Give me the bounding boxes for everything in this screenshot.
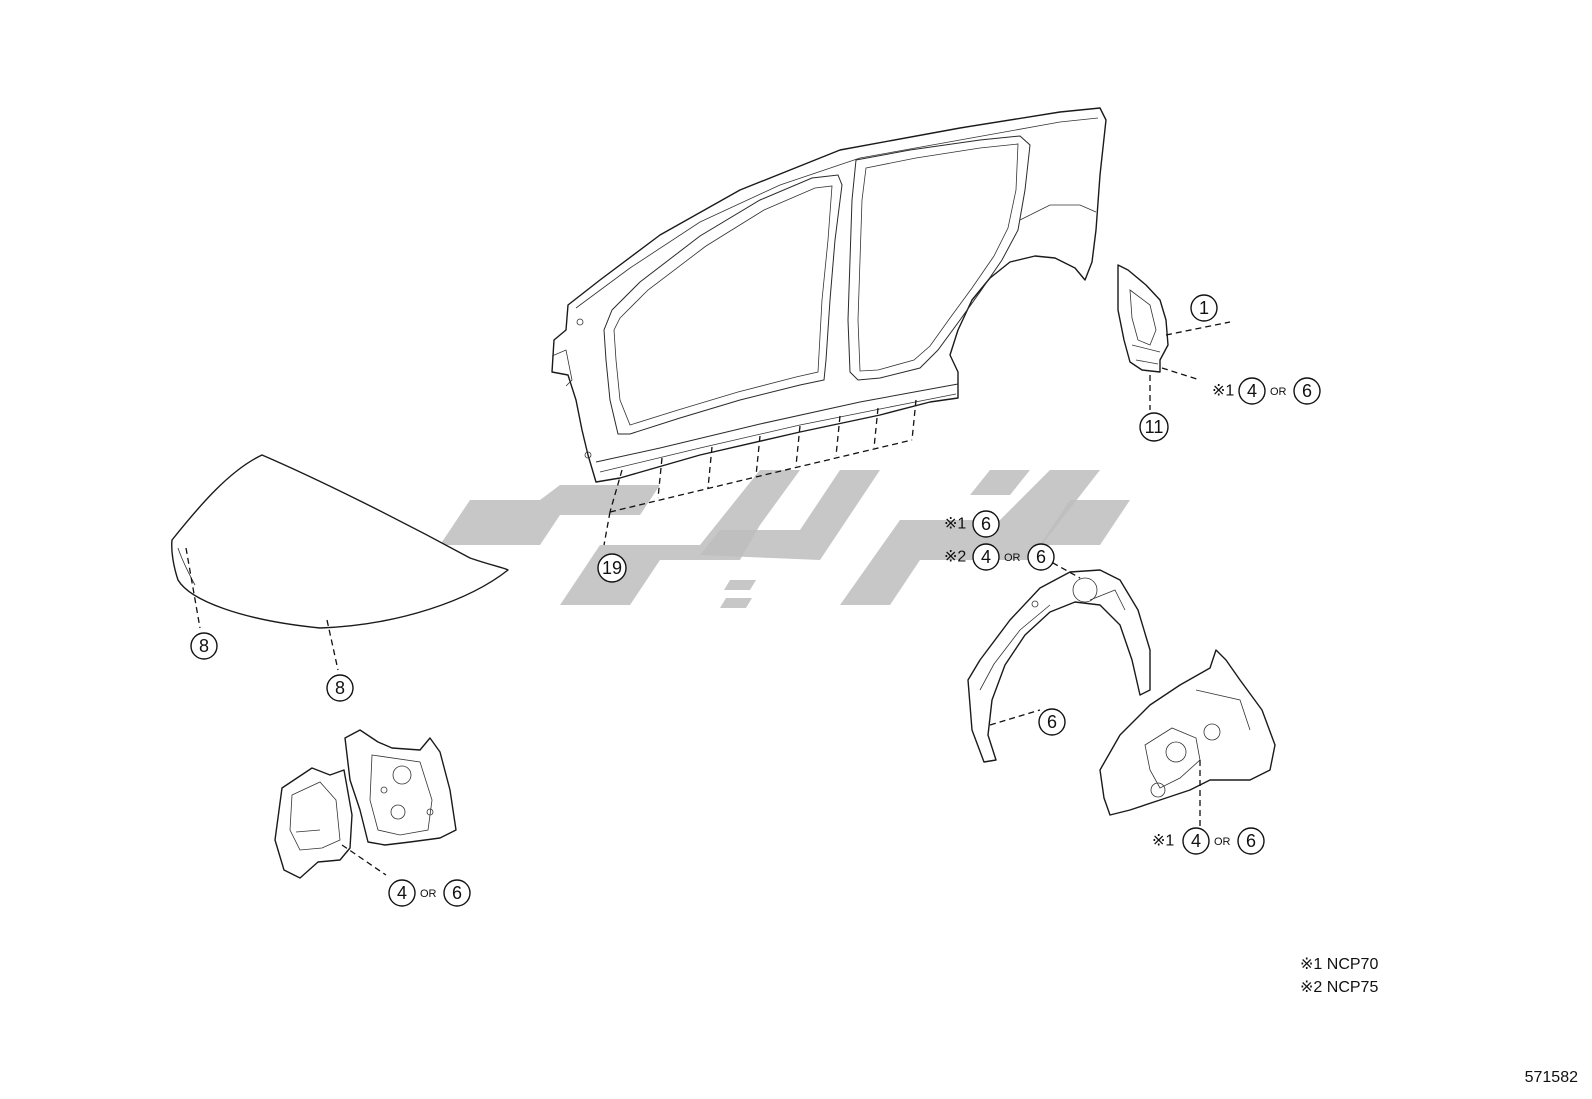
callout-6-top[interactable]: 6 bbox=[1302, 381, 1312, 401]
callout-6-circle bbox=[1293, 377, 1321, 405]
leader-8-left bbox=[185, 547, 201, 629]
body-side-outer-panel bbox=[551, 107, 1107, 483]
hood-panel bbox=[171, 454, 509, 629]
rear-wheelhouse-inner bbox=[1099, 649, 1276, 816]
front-apron-parts bbox=[274, 729, 457, 879]
callout-6-bottom-left[interactable]: 6 bbox=[452, 883, 462, 903]
callout-6-ncp70[interactable]: 6 bbox=[981, 514, 991, 534]
svg-text:11: 11 bbox=[1145, 417, 1164, 437]
leader-8-right bbox=[326, 619, 339, 671]
marker-ncp75: ※2 bbox=[944, 549, 966, 566]
or-connector-ncp75: OR bbox=[1004, 552, 1021, 564]
marker-ncp70-bottom: ※1 bbox=[1152, 833, 1174, 850]
callout-1[interactable]: 1 bbox=[1190, 294, 1218, 322]
footnote-ncp70: ※1 NCP70 bbox=[1300, 954, 1378, 974]
svg-text:6: 6 bbox=[1047, 712, 1057, 732]
marker-ncp70-top: ※1 bbox=[1212, 383, 1234, 400]
rear-pillar-bracket bbox=[1117, 264, 1169, 373]
callout-4-bottom-right[interactable]: 4 bbox=[1191, 831, 1201, 851]
callout-group-bottom-left: 4 OR 6 bbox=[388, 879, 471, 907]
callout-4-top[interactable]: 4 bbox=[1247, 381, 1257, 401]
callout-8-left[interactable]: 8 bbox=[190, 632, 218, 660]
watermark-logo bbox=[440, 470, 1130, 608]
footnote-model: NCP70 bbox=[1326, 956, 1379, 973]
callout-6-bottom-right[interactable]: 6 bbox=[1246, 831, 1256, 851]
callout-6-ncp75[interactable]: 6 bbox=[1036, 547, 1046, 567]
leader-4-or-6-top bbox=[1161, 367, 1201, 381]
callout-group-ncp70-6: ※1 6 bbox=[944, 510, 1000, 538]
callout-group-ncp75: ※2 4 OR 6 bbox=[944, 543, 1055, 571]
diagram-code: 571582 bbox=[1524, 1069, 1578, 1086]
callout-group-bottom-right: ※1 4 OR 6 bbox=[1152, 827, 1265, 855]
callout-4-bottom-left[interactable]: 4 bbox=[397, 883, 407, 903]
or-connector-bottom-left: OR bbox=[420, 888, 437, 900]
marker-ncp70-mid: ※1 bbox=[944, 516, 966, 533]
svg-text:8: 8 bbox=[335, 678, 345, 698]
callout-6-wheelhouse[interactable]: 6 bbox=[1038, 708, 1066, 736]
or-connector-top: OR bbox=[1270, 386, 1287, 398]
leader-6-mid bbox=[989, 709, 1041, 726]
leader-6-top-wheelhouse bbox=[1034, 552, 1081, 579]
svg-text:8: 8 bbox=[199, 636, 209, 656]
callout-8-right[interactable]: 8 bbox=[326, 674, 354, 702]
leader-1 bbox=[1165, 321, 1231, 336]
leader-4-or-6-bottom-left bbox=[341, 844, 387, 876]
footnote-model: NCP75 bbox=[1326, 979, 1379, 996]
footnote-ncp75: ※2 NCP75 bbox=[1300, 977, 1378, 997]
or-connector-bottom-right: OR bbox=[1214, 836, 1231, 848]
svg-text:1: 1 bbox=[1199, 298, 1209, 318]
footnote-mark: ※2 bbox=[1300, 979, 1323, 996]
svg-text:19: 19 bbox=[602, 558, 622, 578]
callout-group-top-right: ※1 4 OR 6 bbox=[1212, 377, 1321, 405]
callout-4-circle bbox=[1238, 377, 1266, 405]
sill-leader-lines bbox=[603, 399, 917, 546]
callout-19[interactable]: 19 bbox=[597, 553, 627, 583]
footnote-mark: ※1 bbox=[1300, 956, 1323, 973]
callout-11[interactable]: 11 bbox=[1139, 412, 1169, 442]
callout-4-ncp75[interactable]: 4 bbox=[981, 547, 991, 567]
rear-wheelhouse-outer bbox=[967, 569, 1151, 763]
